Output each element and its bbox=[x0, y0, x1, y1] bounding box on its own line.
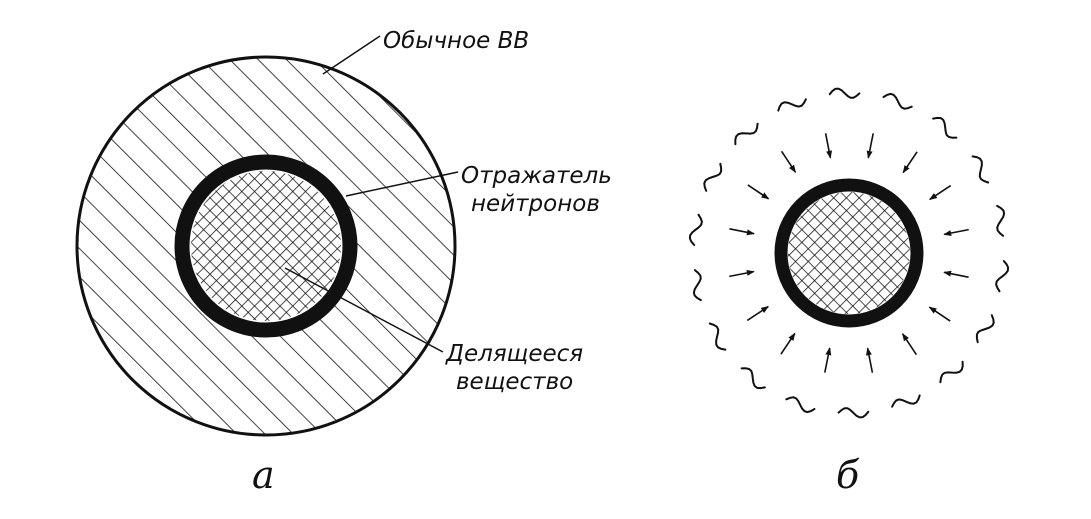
implosion-shockwave bbox=[688, 87, 1010, 419]
pressure-arrow bbox=[780, 150, 797, 174]
label-reflector-line2: нейтронов bbox=[471, 191, 600, 217]
shockwave-segment bbox=[777, 98, 807, 112]
shockwave-segment bbox=[939, 360, 964, 384]
shockwave-segment bbox=[785, 396, 816, 414]
compressed-fissile-core bbox=[788, 192, 910, 314]
caption-figure-b: б bbox=[836, 453, 860, 497]
leader-line-explosive bbox=[322, 35, 381, 75]
shockwave-segment bbox=[995, 260, 1010, 293]
pressure-arrow bbox=[824, 133, 832, 159]
label-conventional-explosive: Обычное ВВ bbox=[383, 28, 529, 54]
shockwave-segment bbox=[688, 213, 703, 246]
shockwave-segment bbox=[996, 204, 1006, 237]
pressure-arrow bbox=[824, 347, 832, 373]
shockwave-segment bbox=[692, 269, 702, 302]
leader-line-reflector bbox=[345, 171, 459, 197]
figure-a-bomb-cross-section: Обычное ВВ Отражатель нейтронов Делящеес… bbox=[75, 28, 612, 497]
inward-pressure-arrows bbox=[729, 133, 969, 373]
caption-figure-a: а bbox=[252, 453, 275, 497]
shockwave-segment bbox=[740, 367, 766, 390]
shockwave-segment bbox=[975, 314, 995, 344]
shockwave-segment bbox=[932, 116, 958, 139]
pressure-arrow bbox=[943, 228, 969, 236]
pressure-arrow bbox=[928, 306, 951, 322]
pressure-arrow bbox=[747, 184, 770, 200]
label-fissile-line1: Делящееся bbox=[445, 341, 583, 367]
label-fissile-line2: вещество bbox=[456, 369, 573, 395]
pressure-arrow bbox=[866, 133, 874, 159]
figure-b-implosion: б bbox=[688, 87, 1010, 497]
pressure-arrow bbox=[901, 332, 918, 356]
pressure-arrow bbox=[928, 184, 952, 201]
shockwave-segment bbox=[828, 87, 861, 99]
pressure-arrow bbox=[902, 151, 918, 174]
shockwave-segment bbox=[971, 155, 990, 184]
leader-line-fissile bbox=[284, 267, 444, 353]
pressure-arrow bbox=[729, 270, 755, 278]
shockwave-segment bbox=[837, 407, 870, 419]
shockwave-segment bbox=[703, 162, 723, 192]
shockwave-segment bbox=[708, 322, 727, 351]
shockwave-segment bbox=[891, 394, 921, 408]
pressure-arrow bbox=[746, 305, 770, 322]
pressure-arrow bbox=[943, 270, 969, 278]
pressure-arrow bbox=[780, 332, 796, 355]
shockwave-segment bbox=[734, 122, 759, 146]
pressure-arrow bbox=[729, 228, 755, 236]
shockwave-segment bbox=[882, 92, 913, 110]
pressure-arrow bbox=[866, 347, 874, 373]
label-reflector-line1: Отражатель bbox=[461, 163, 612, 189]
fissile-material-core bbox=[191, 171, 341, 321]
